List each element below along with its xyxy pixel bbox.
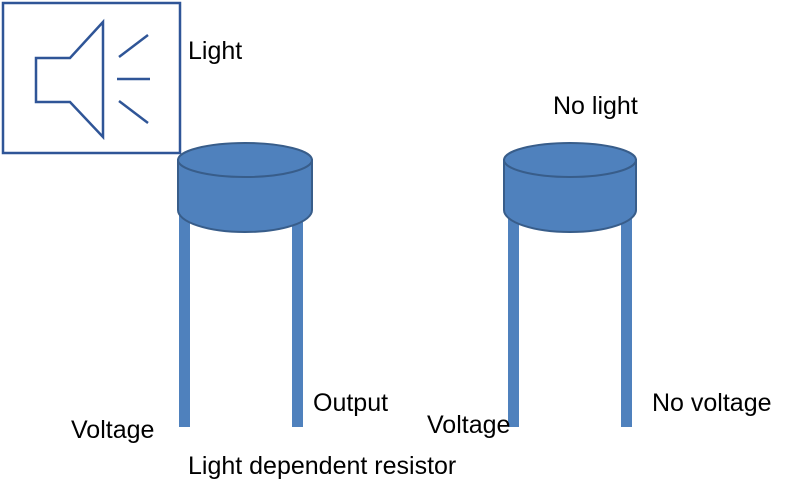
label-light: Light: [188, 37, 243, 65]
speaker-icon: [1, 1, 182, 155]
ldr-left-lead-output: [292, 212, 303, 427]
ldr-right-lead-voltage: [508, 212, 519, 427]
label-no-voltage: No voltage: [652, 389, 772, 417]
label-voltage-left: Voltage: [71, 416, 155, 444]
label-no-light: No light: [553, 92, 638, 120]
ldr-left: [177, 142, 313, 427]
label-voltage-right: Voltage: [427, 411, 511, 439]
label-output: Output: [313, 389, 389, 417]
ldr-right-lead-no-voltage: [621, 212, 632, 427]
caption: Light dependent resistor: [188, 452, 457, 480]
ldr-left-body: [177, 142, 313, 233]
ldr-right: [503, 142, 637, 427]
ldr-left-lead-voltage: [179, 212, 190, 427]
ldr-right-body: [503, 142, 637, 233]
